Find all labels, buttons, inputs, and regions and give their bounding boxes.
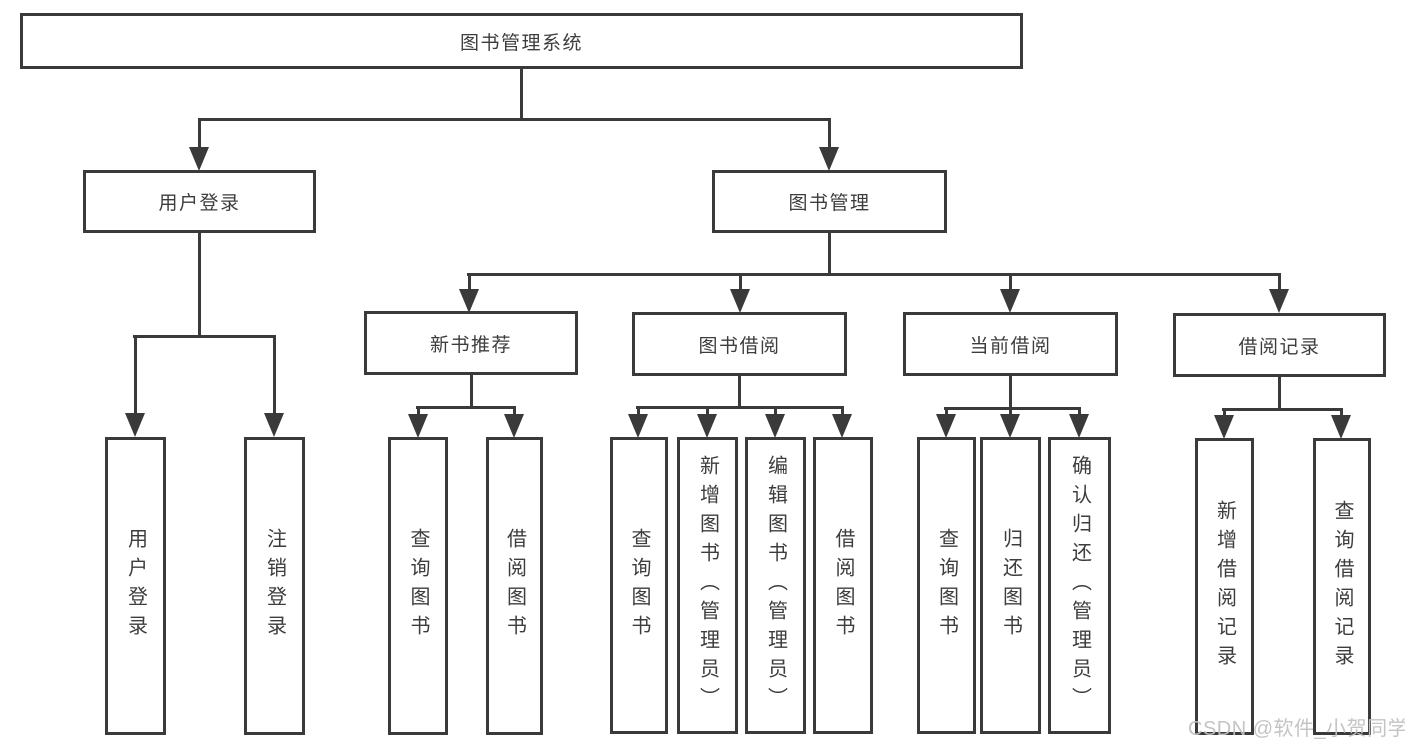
arrow-down-icon <box>765 414 785 438</box>
arrow-down-icon <box>730 289 750 313</box>
connector-line <box>520 68 523 118</box>
node-label: 当前借阅 <box>969 335 1052 357</box>
node-label: 图书借阅 <box>698 335 781 357</box>
connector-line <box>198 233 201 335</box>
arrow-down-icon <box>125 413 145 437</box>
csdn-watermark: CSDN @软件_小贺同学 <box>1188 718 1405 740</box>
leaf-add-borrow-record: 新增借阅记录 <box>1195 438 1254 735</box>
leaf-label: 查询图书 <box>935 527 958 644</box>
connector-line <box>134 335 137 415</box>
arrow-down-icon <box>189 147 209 171</box>
connector-line <box>1078 407 1081 416</box>
connector-line <box>470 375 473 406</box>
leaf-label: 归还图书 <box>999 527 1022 644</box>
arrow-down-icon <box>1331 415 1351 439</box>
leaf-label: 借阅图书 <box>503 528 526 644</box>
connector-line <box>133 335 276 338</box>
leaf-query-books-under-current: 查询图书 <box>917 437 976 734</box>
leaf-borrow-books-under-recommend: 借阅图书 <box>486 437 543 735</box>
leaf-label: 确认归还（管理员） <box>1068 455 1091 716</box>
connector-line <box>198 118 831 121</box>
arrow-down-icon <box>264 413 284 437</box>
leaf-user-login: 用户登录 <box>105 437 166 735</box>
connector-line <box>774 406 777 416</box>
leaf-label: 借阅图书 <box>832 527 854 644</box>
connector-line <box>706 406 709 416</box>
connector-line <box>468 273 471 291</box>
node-borrowing-records: 借阅记录 <box>1173 313 1386 377</box>
connector-line <box>636 406 844 409</box>
leaf-query-borrow-record: 查询借阅记录 <box>1313 438 1371 735</box>
node-label: 图书管理 <box>788 193 871 214</box>
leaf-label: 查询图书 <box>628 527 650 644</box>
arrow-down-icon <box>1069 414 1089 438</box>
arrow-down-icon <box>819 147 839 171</box>
connector-line <box>416 406 516 409</box>
node-book-management: 图书管理 <box>712 170 947 233</box>
connector-line <box>273 335 276 415</box>
node-label: 借阅记录 <box>1238 336 1321 358</box>
connector-line <box>513 406 516 416</box>
connector-line <box>198 118 201 150</box>
node-label: 图书管理系统 <box>459 32 583 54</box>
connector-line <box>1340 408 1343 416</box>
leaf-label: 新增图书（管理员） <box>696 455 719 716</box>
leaf-borrow-books-under-borrowing: 借阅图书 <box>813 437 873 734</box>
connector-line <box>944 407 1081 410</box>
node-label: 用户登录 <box>158 193 241 214</box>
connector-line <box>1009 376 1012 407</box>
leaf-label: 新增借阅记录 <box>1213 499 1236 674</box>
connector-line <box>1278 377 1281 408</box>
arrow-down-icon <box>408 414 428 438</box>
leaf-add-books-admin: 新增图书（管理员） <box>677 437 738 734</box>
arrow-down-icon <box>504 414 524 438</box>
arrow-down-icon <box>1269 289 1289 313</box>
leaf-label: 用户登录 <box>124 528 147 644</box>
connector-line <box>467 273 1281 276</box>
connector-line <box>739 273 742 291</box>
leaf-label: 查询图书 <box>407 528 429 644</box>
arrow-down-icon <box>936 414 956 438</box>
leaf-return-books: 归还图书 <box>980 437 1041 734</box>
connector-line <box>828 233 831 273</box>
leaf-label: 查询借阅记录 <box>1331 499 1353 674</box>
connector-line <box>945 407 948 416</box>
arrow-down-icon <box>1214 415 1234 439</box>
connector-line <box>1009 407 1012 416</box>
arrow-down-icon <box>459 289 479 313</box>
connector-line <box>738 376 741 406</box>
connector-line <box>1223 408 1226 416</box>
leaf-query-books-under-borrowing: 查询图书 <box>610 437 668 734</box>
connector-line <box>637 406 640 416</box>
connector-line <box>1278 273 1281 291</box>
node-book-borrowing: 图书借阅 <box>632 312 847 376</box>
connector-line <box>828 118 831 150</box>
arrow-down-icon <box>1000 289 1020 313</box>
leaf-confirm-return-admin: 确认归还（管理员） <box>1048 437 1111 734</box>
arrow-down-icon <box>628 414 648 438</box>
leaf-logout: 注销登录 <box>244 437 305 735</box>
arrow-down-icon <box>1000 414 1020 438</box>
leaf-query-books-under-recommend: 查询图书 <box>388 437 448 735</box>
arrow-down-icon <box>832 414 852 438</box>
leaf-label: 编辑图书（管理员） <box>764 455 787 716</box>
leaf-edit-books-admin: 编辑图书（管理员） <box>745 437 806 734</box>
node-new-book-recommend: 新书推荐 <box>364 311 578 375</box>
node-current-borrowing: 当前借阅 <box>903 312 1118 376</box>
connector-line <box>1222 408 1343 411</box>
node-label: 新书推荐 <box>429 334 512 356</box>
leaf-label: 注销登录 <box>263 528 286 644</box>
arrow-down-icon <box>697 414 717 438</box>
connector-line <box>1009 273 1012 291</box>
connector-line <box>841 406 844 416</box>
node-book-management-system: 图书管理系统 <box>20 13 1023 69</box>
node-user-login: 用户登录 <box>83 170 316 233</box>
connector-line <box>417 406 420 416</box>
